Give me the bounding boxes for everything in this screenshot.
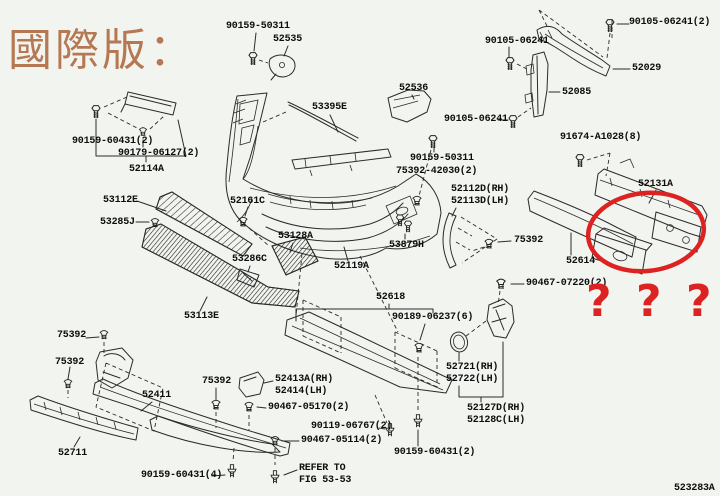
question-mark-annotation: ? (636, 276, 662, 327)
part-fog-bezel-53128a (248, 227, 319, 276)
part-label: 75392 (57, 330, 87, 341)
part-bracket-52536 (387, 89, 438, 197)
part-label: 90119-06767(2) (311, 421, 393, 432)
part-label: 52114A (129, 164, 164, 175)
part-label: 52536 (399, 83, 429, 94)
part-label: 52128C(LH) (467, 415, 526, 426)
part-lower-grille-53113e (141, 223, 300, 312)
part-support-rail-52029 (536, 9, 631, 77)
part-label: 53286C (232, 254, 267, 265)
part-label: 53128A (278, 231, 313, 242)
part-label: 90105-06241 (485, 36, 549, 47)
part-spoiler-52411 (85, 330, 291, 457)
figure-code: 523283A (674, 483, 715, 494)
part-license-bracket-52114a (91, 91, 187, 163)
part-label: 52618 (376, 292, 406, 303)
part-label: 52113D(LH) (451, 196, 510, 207)
part-label: 52721(RH) (446, 362, 499, 373)
part-label: 52127D(RH) (467, 403, 526, 414)
part-label: 90159-50311 (410, 153, 474, 164)
part-upper-grille-53112e (136, 191, 253, 257)
leader-52119a (343, 246, 349, 262)
part-clip-52161c (238, 206, 249, 227)
part-clip-53285j (135, 218, 160, 228)
page-title: 國際版： (8, 26, 196, 75)
part-label: 90159-60431(2) (394, 447, 476, 458)
part-label: 75392 (514, 235, 544, 246)
part-label: 90105-06241 (444, 114, 508, 125)
part-label: 90159-60431(2) (72, 136, 154, 147)
part-label: 90159-50311 (226, 21, 290, 32)
question-mark-annotation: ? (686, 276, 712, 327)
part-label: 52085 (562, 87, 592, 98)
part-fog-lamp-group (449, 278, 525, 403)
part-side-support-52112d (395, 195, 512, 269)
part-label: 90179-06127(2) (118, 148, 200, 159)
part-label: 53285J (100, 217, 135, 228)
part-label: 90467-05170(2) (268, 402, 350, 413)
part-trim-53286c (236, 265, 260, 288)
part-label: 53395E (312, 102, 347, 113)
part-label: 90467-07220(2) (526, 278, 608, 289)
part-label: FIG 53-53 (299, 475, 352, 486)
part-retainer-52413a (211, 371, 395, 484)
part-label: 52029 (632, 63, 662, 74)
part-label: REFER TO (299, 463, 346, 474)
part-label: 53879H (389, 240, 424, 251)
part-label: 53113E (184, 311, 219, 322)
part-label: 90189-06237(6) (392, 312, 474, 323)
part-label: 52414(LH) (275, 386, 328, 397)
part-support-bracket-52085 (497, 46, 561, 129)
part-label: 52119A (334, 261, 369, 272)
part-label: 52413A(RH) (275, 374, 334, 385)
part-moulding-53395e (287, 101, 359, 142)
part-label: 52711 (58, 448, 88, 459)
part-label: 91674-A1028(8) (560, 132, 642, 143)
part-label: 52112D(RH) (451, 184, 510, 195)
part-label: 75392 (55, 357, 85, 368)
part-label: 52411 (142, 390, 172, 401)
part-label: 75392-42030(2) (396, 166, 478, 177)
part-label: 52614 (566, 256, 596, 267)
part-label: 90105-06241(2) (629, 17, 711, 28)
part-label: 52161C (230, 196, 265, 207)
part-label: 90467-05114(2) (301, 435, 383, 446)
part-under-cover-52618 (284, 253, 453, 447)
part-label: 52131A (638, 179, 673, 190)
part-label: 53112E (103, 195, 138, 206)
part-lower-strip-52711 (29, 366, 139, 448)
part-label: 52535 (273, 34, 303, 45)
highlight-ellipse (585, 190, 707, 274)
question-mark-annotation: ? (586, 276, 612, 327)
part-bracket-52535 (248, 32, 296, 81)
part-label: 90159-60431(4) (141, 470, 223, 481)
part-label: 75392 (202, 376, 232, 387)
part-label: 52722(LH) (446, 374, 499, 385)
